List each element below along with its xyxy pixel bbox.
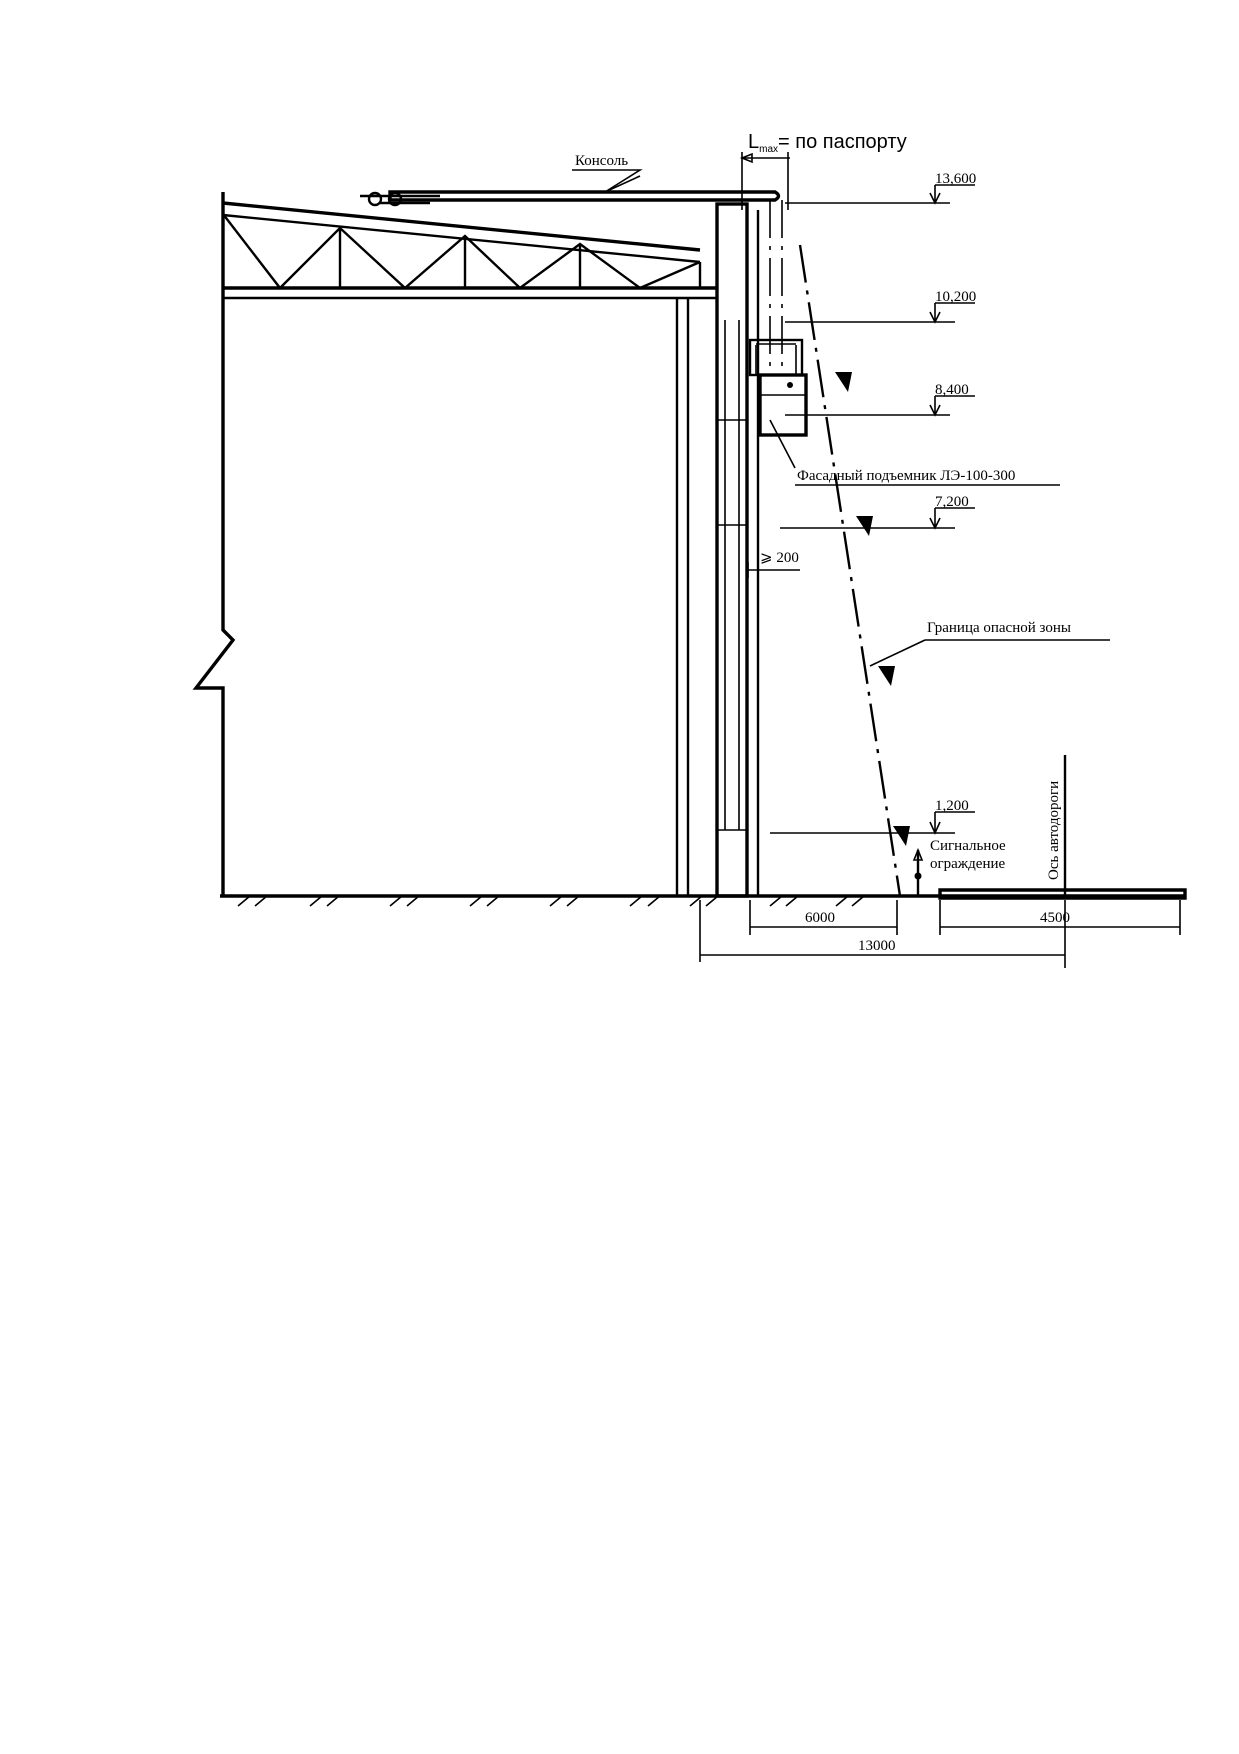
- danger-zone-boundary: [798, 244, 926, 897]
- elevation-1200: 1,200: [935, 798, 969, 814]
- danger-leader: [869, 639, 926, 667]
- facade-lift-label: Фасадный подъемник ЛЭ-100-300: [797, 468, 1015, 484]
- ground-hatch: [237, 895, 865, 907]
- lift-leader: [769, 419, 796, 469]
- elevation-marks: [770, 184, 975, 835]
- road-axis-label: Ось автодороги: [1046, 781, 1062, 880]
- elevation-7200: 7,200: [935, 494, 969, 510]
- danger-line: [798, 244, 902, 897]
- signal-fence-label-1: Сигнальное: [930, 838, 1006, 854]
- truss-web: [222, 213, 702, 290]
- inner-wall: [675, 298, 690, 896]
- roof-slope-top: [222, 201, 701, 252]
- building: [192, 192, 760, 898]
- elevation-10200: 10,200: [935, 289, 976, 305]
- ground: [220, 894, 1185, 907]
- lmax-label: Lmax= по паспорту: [748, 131, 907, 155]
- console-label: Консоль: [575, 153, 628, 169]
- console-beam: [360, 175, 781, 207]
- lift-assembly: [748, 200, 808, 469]
- building-left-wall: [192, 192, 236, 896]
- dim-6000: 6000: [805, 910, 835, 926]
- dim-4500: 4500: [1040, 910, 1070, 926]
- danger-mark-1: [835, 372, 852, 392]
- gap-dimension: [747, 562, 800, 578]
- lmax-dimension: [739, 152, 790, 210]
- bottom-dimensions: [699, 900, 1181, 968]
- min-gap-label: ⩾ 200: [760, 550, 799, 566]
- danger-zone-label: Граница опасной зоны: [927, 620, 1071, 636]
- road-axis: [938, 755, 1187, 900]
- facade-column-windows: [717, 320, 747, 831]
- elevation-8400: 8,400: [935, 382, 969, 398]
- danger-mark-2: [856, 516, 873, 536]
- facade-column: [715, 202, 749, 898]
- lift-cradle: [758, 373, 808, 437]
- danger-mark-4: [893, 826, 910, 846]
- signal-fence: [912, 847, 924, 896]
- elevation-13600: 13,600: [935, 171, 976, 187]
- dim-13000: 13000: [858, 938, 896, 954]
- signal-fence-label-2: ограждение: [930, 856, 1006, 872]
- danger-mark-3: [878, 666, 895, 686]
